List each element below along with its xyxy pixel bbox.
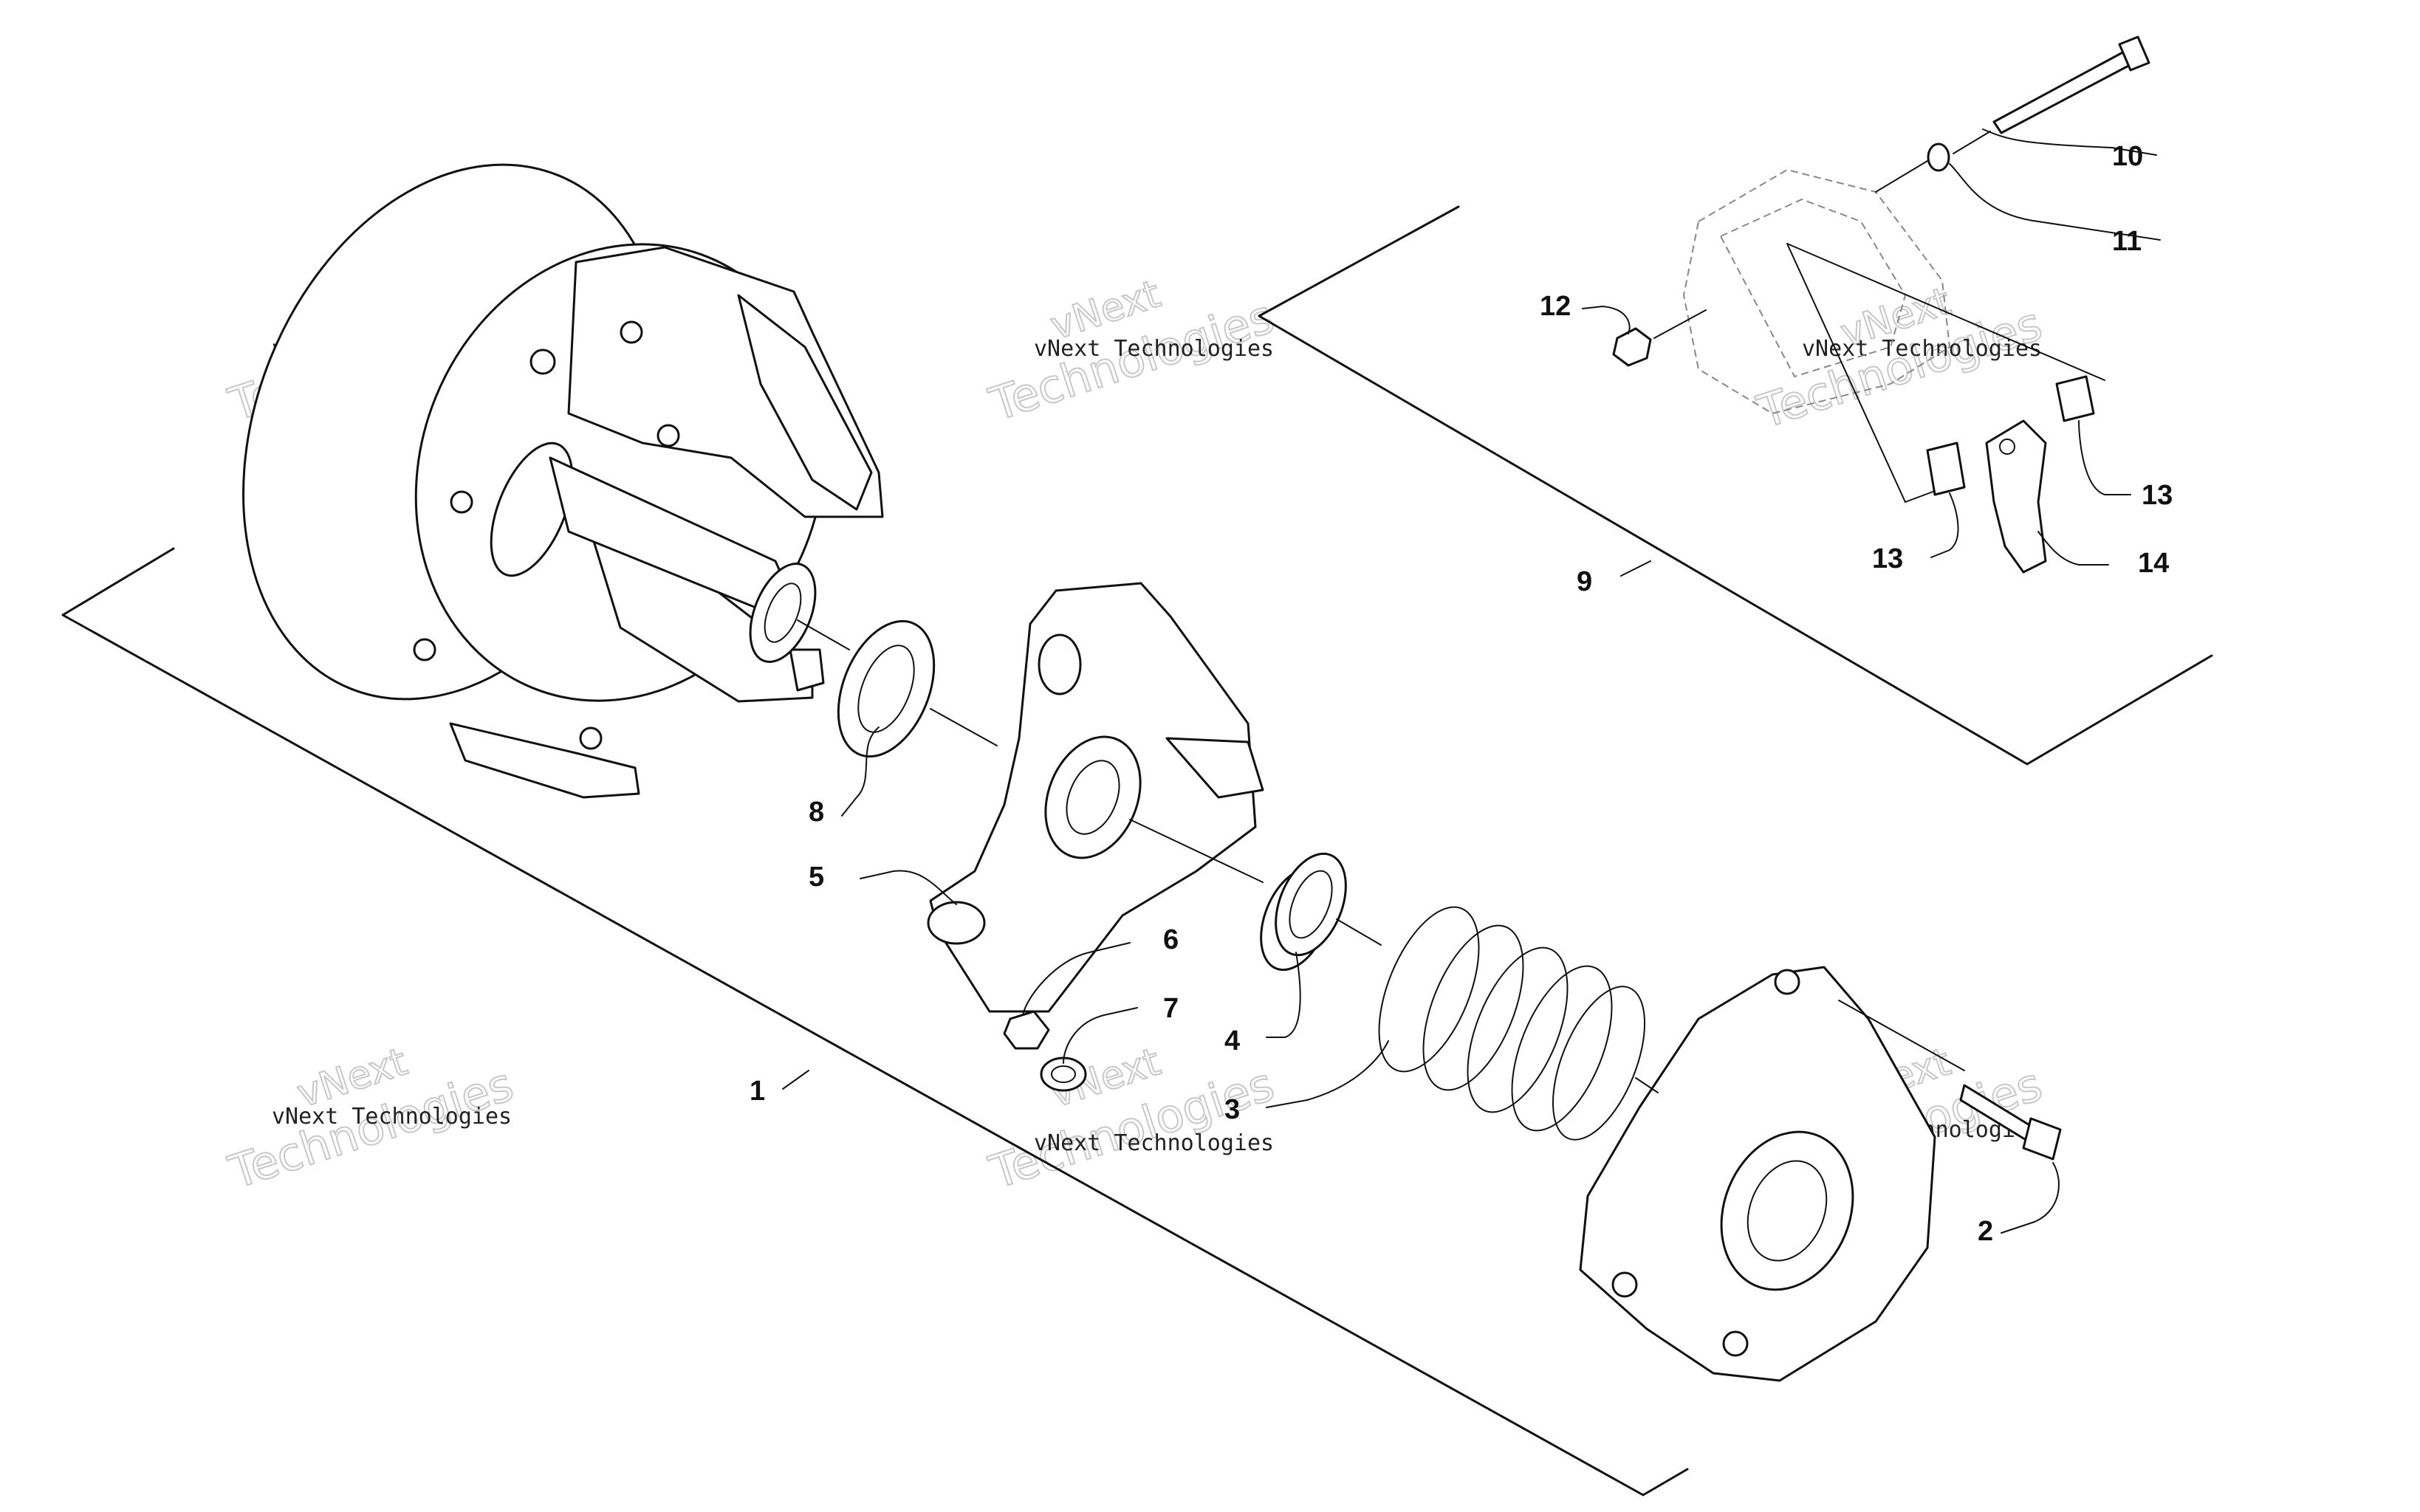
spider-arm-5	[927, 582, 1264, 1013]
callout-labels: 1 2 3 4 5 6 7 8 9 10 11 12 13 13 14	[750, 141, 2173, 1247]
nut-12	[1612, 327, 1652, 367]
knob-6	[1003, 1010, 1050, 1050]
callout-3: 3	[1224, 1094, 1240, 1125]
callout-7: 7	[1163, 993, 1179, 1024]
cover-plate	[1579, 966, 1936, 1382]
watermark-top-right: vNext Technologies vNext Technologies	[1750, 278, 2049, 439]
seal-7	[1040, 1056, 1087, 1092]
callout-12: 12	[1540, 291, 1571, 322]
bolt-2	[1959, 1084, 2062, 1161]
cam-weight-14	[1985, 419, 2047, 574]
svg-text:vNext Technologies: vNext Technologies	[272, 1104, 512, 1130]
washer-8	[837, 619, 936, 758]
callout-13-left: 13	[1872, 543, 1903, 574]
callout-6: 6	[1163, 924, 1179, 955]
callout-5: 5	[809, 862, 824, 893]
svg-text:vNext Technologies: vNext Technologies	[1802, 336, 2042, 362]
clutch-cover-assembly	[242, 163, 884, 799]
watermark-bottom-left: vNext Technologies vNext Technologies	[222, 1039, 520, 1200]
callout-11: 11	[2112, 226, 2142, 257]
svg-text:vNext Technologies: vNext Technologies	[1034, 1130, 1274, 1156]
shim-13-left	[1926, 441, 1966, 496]
assembly-bracket-1	[61, 547, 1689, 1496]
spring-3	[1378, 906, 1646, 1141]
bolt-10	[1992, 35, 2150, 134]
assembly-bracket-9	[1258, 205, 2213, 766]
washer-11	[1927, 142, 1950, 172]
callout-2: 2	[1978, 1216, 1993, 1247]
shim-13-right	[2055, 375, 2095, 422]
callout-9: 9	[1577, 566, 1592, 597]
bushing-4	[1260, 852, 1347, 972]
watermark-top-center: vNext Technologies vNext Technologies	[982, 271, 1281, 432]
explosion-lines	[797, 131, 2105, 1093]
callout-8: 8	[809, 797, 824, 828]
callout-13-right: 13	[2142, 480, 2173, 511]
leader-lines	[782, 128, 2161, 1234]
housing-outline-9	[1682, 168, 1951, 415]
callout-10: 10	[2112, 141, 2143, 172]
svg-text:vNext Technologies: vNext Technologies	[1034, 336, 1274, 362]
callout-4: 4	[1224, 1025, 1240, 1056]
callout-14: 14	[2138, 548, 2169, 579]
callout-1: 1	[750, 1076, 765, 1107]
